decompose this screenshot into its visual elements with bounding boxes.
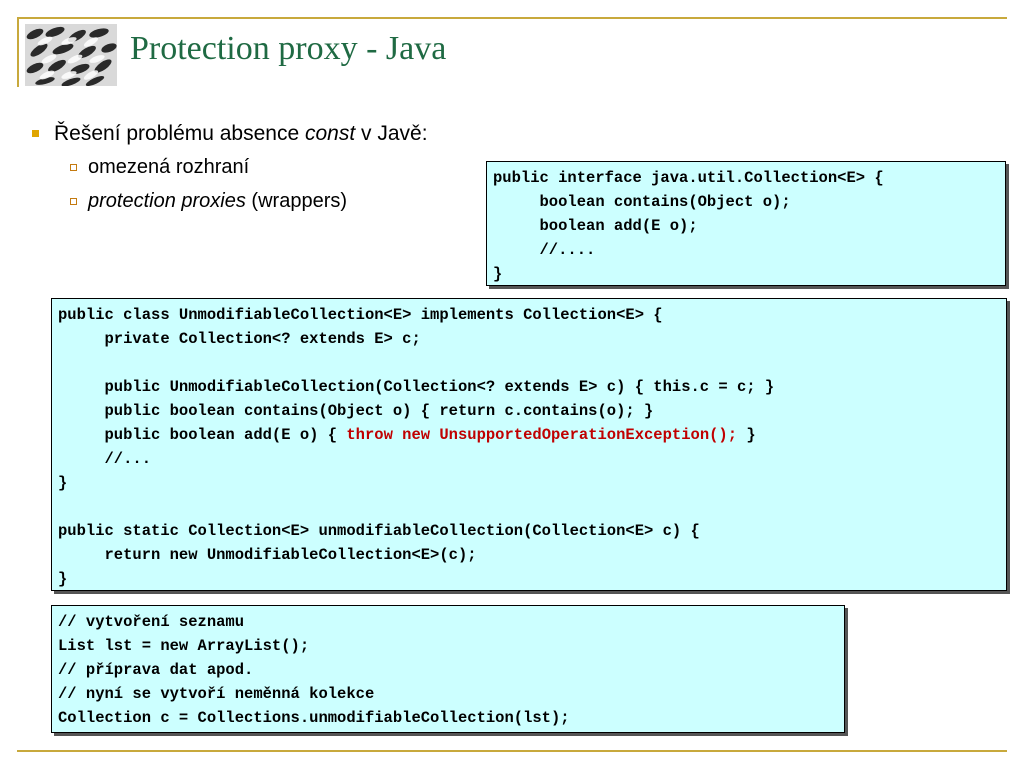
frame-top-line <box>17 17 1007 19</box>
code-line: } <box>58 474 68 492</box>
code-line: boolean contains(Object o); <box>493 193 791 211</box>
code-line: } <box>493 265 503 283</box>
code-line: //.... <box>493 241 596 259</box>
code-line <box>58 495 1000 519</box>
square-bullet-icon <box>32 130 39 137</box>
code-line: } <box>58 570 68 588</box>
code-throw-highlight: throw new UnsupportedOperationException(… <box>346 426 738 444</box>
bullet-level2-item: protection proxies (wrappers) <box>30 184 428 218</box>
code-line: public interface java.util.Collection<E>… <box>493 169 884 187</box>
code-line: // příprava dat apod. <box>58 661 254 679</box>
slide-title: Protection proxy - Java <box>130 30 447 67</box>
bullet-level2-text: omezená rozhraní <box>88 156 250 178</box>
hollow-square-bullet-icon <box>70 164 77 171</box>
code-line: Collection c = Collections.unmodifiableC… <box>58 709 570 727</box>
code-line-add: public boolean add(E o) { throw new Unsu… <box>58 423 1000 447</box>
frame-left-line <box>17 17 19 87</box>
code-line: boolean add(E o); <box>493 217 698 235</box>
code-add-suffix: } <box>737 426 756 444</box>
code-line: // nyní se vytvoří neměnná kolekce <box>58 685 375 703</box>
code-line: private Collection<? extends E> c; <box>58 330 421 348</box>
crowd-of-people-logo-icon <box>25 24 117 86</box>
bullet-level2-text: (wrappers) <box>245 190 348 212</box>
code-line: public UnmodifiableCollection(Collection… <box>58 378 775 396</box>
code-line <box>58 351 1000 375</box>
code-line: List lst = new ArrayList(); <box>58 637 310 655</box>
code-box-usage: // vytvoření seznamu List lst = new Arra… <box>51 605 845 733</box>
code-box-class: public class UnmodifiableCollection<E> i… <box>51 298 1007 591</box>
code-line: //... <box>58 450 152 468</box>
bullet-text-before: Řešení problému absence <box>54 122 305 145</box>
code-line: return new UnmodifiableCollection<E>(c); <box>58 546 477 564</box>
code-add-prefix: public boolean add(E o) { <box>58 426 347 444</box>
code-box-interface: public interface java.util.Collection<E>… <box>486 161 1006 286</box>
bullet-text-after: v Javě: <box>355 122 428 145</box>
frame-bottom-line <box>17 750 1007 752</box>
bullet-level2-italic: protection proxies <box>88 190 246 212</box>
hollow-square-bullet-icon <box>70 198 77 205</box>
code-line: public boolean contains(Object o) { retu… <box>58 402 654 420</box>
code-line: // vytvoření seznamu <box>58 613 245 631</box>
code-line: public static Collection<E> unmodifiable… <box>58 522 700 540</box>
bullet-italic-const: const <box>305 122 356 145</box>
code-line: public class UnmodifiableCollection<E> i… <box>58 306 663 324</box>
bullet-level1: Řešení problému absence const v Javě: <box>30 118 428 150</box>
bullet-list: Řešení problému absence const v Javě: om… <box>30 118 428 218</box>
bullet-level2-item: omezená rozhraní <box>30 150 428 184</box>
